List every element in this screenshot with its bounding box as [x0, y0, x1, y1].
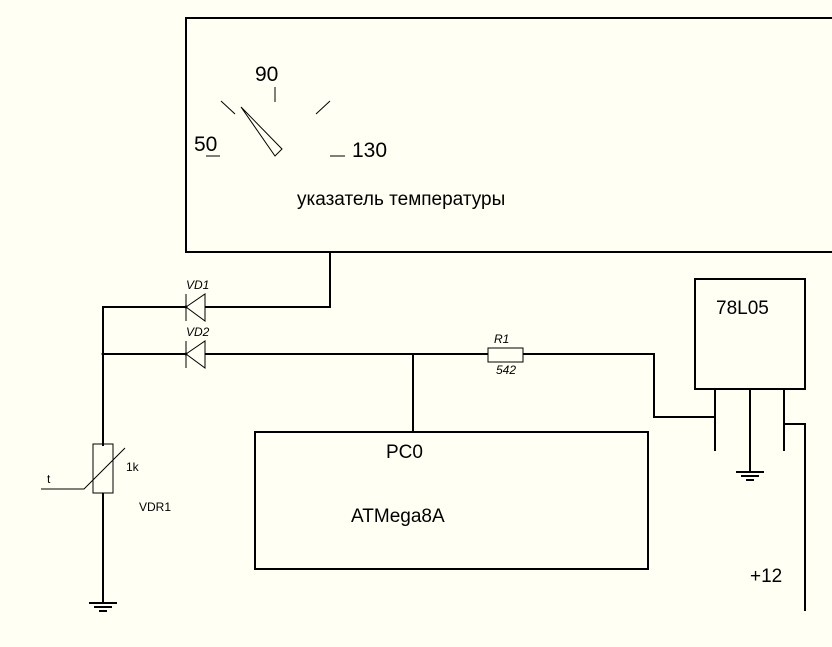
- gauge-label-50: 50: [194, 133, 217, 156]
- wire-vd1-left-bus: [102, 306, 186, 446]
- r1-label: R1: [494, 332, 509, 346]
- ground-symbol-thermistor: [89, 602, 117, 612]
- regulator-body: [694, 278, 806, 390]
- mcu-atmega8a[interactable]: PC0 ATMega8A: [254, 431, 649, 570]
- mcu-pin-label: PC0: [386, 442, 423, 463]
- resistor-r1[interactable]: R1 542: [487, 332, 524, 377]
- gauge-tick-130: [315, 100, 331, 115]
- thermistor-control-label: t: [47, 472, 51, 486]
- vd2-triangle: [185, 340, 206, 369]
- thermistor-vdr1[interactable]: t 1k VDR1: [41, 443, 171, 514]
- thermistor-body: [92, 443, 114, 494]
- gauge-outline: [185, 17, 832, 253]
- temperature-gauge[interactable]: 50 90 130 указатель температуры: [185, 17, 832, 253]
- junction-vd1: [184, 305, 188, 309]
- gauge-title: указатель температуры: [297, 189, 505, 210]
- thermistor-value: 1k: [126, 460, 140, 474]
- r1-value: 542: [496, 363, 516, 377]
- vd2-label: VD2: [186, 325, 210, 339]
- thermistor-label: VDR1: [139, 500, 171, 514]
- gauge-label-130: 130: [352, 139, 387, 162]
- mcu-body: [254, 431, 649, 570]
- regulator-label: 78L05: [716, 298, 769, 319]
- ground-symbol-regulator: [736, 471, 764, 481]
- diode-vd2[interactable]: VD2: [185, 325, 210, 369]
- gauge-tick-50: [220, 100, 236, 115]
- thermistor-control-line: [41, 447, 126, 490]
- vd1-label: VD1: [186, 278, 209, 292]
- supply-label: +12: [750, 566, 782, 587]
- regulator-78l05[interactable]: 78L05: [694, 278, 806, 472]
- diode-vd1[interactable]: VD1: [185, 278, 209, 322]
- vd1-triangle: [185, 293, 206, 322]
- gauge-label-90: 90: [255, 63, 278, 86]
- wire-r1-regulator: [523, 353, 715, 418]
- gauge-needle: [240, 106, 283, 157]
- junction-vd2: [184, 352, 188, 356]
- wire-12v-supply: [784, 423, 806, 611]
- wire-gauge-vd1: [205, 252, 331, 308]
- junction-left: [101, 352, 105, 356]
- mcu-label: ATMega8A: [351, 506, 445, 527]
- r1-body: [487, 347, 524, 363]
